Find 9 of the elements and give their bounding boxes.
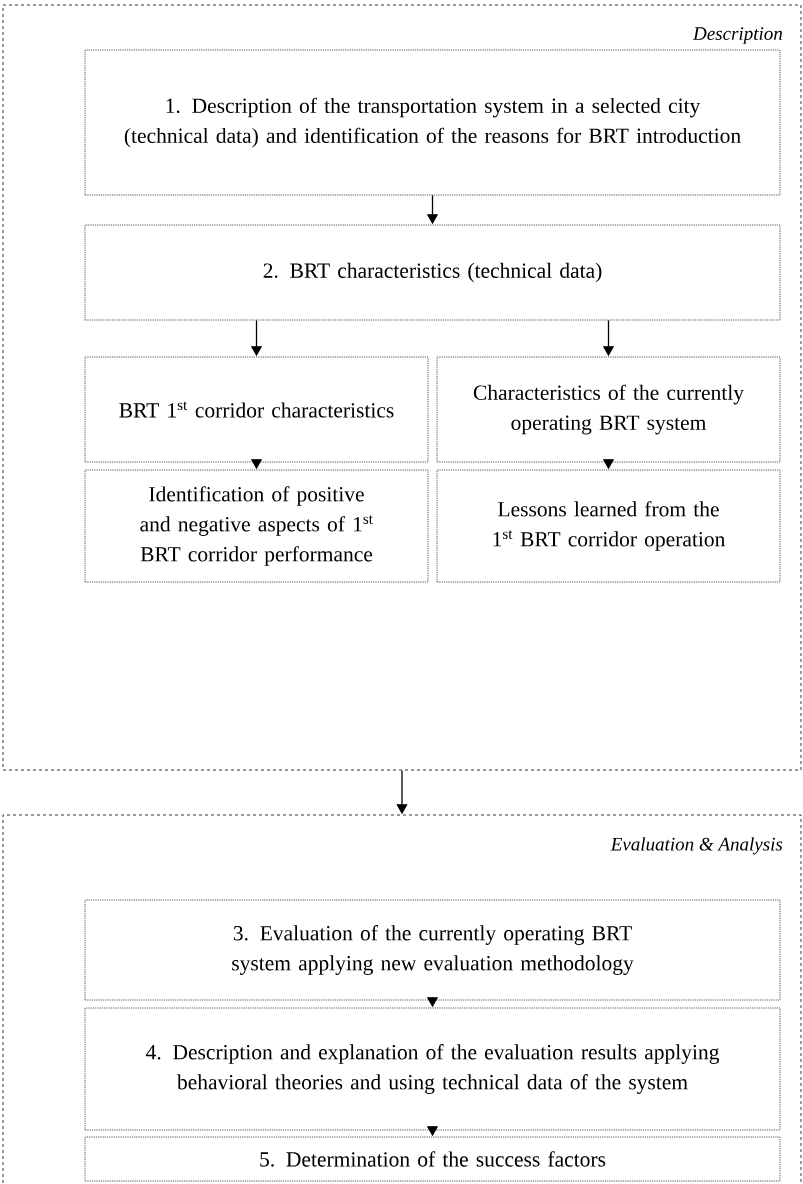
process-box: Lessons learned from the 1$^{st}$ BRT corridor operation [436, 469, 781, 583]
process-box: BRT 1$^{st}$ corridor characteristics [84, 356, 429, 463]
process-box: 2. BRT characteristics (technical data) [84, 224, 781, 321]
process-box: Characteristics of the currently operating BRT system [436, 356, 781, 463]
process-box: 4. Description and explanation of the evaluation results applying behavioral theories and using technical data of the system [84, 1007, 781, 1131]
process-box: 3. Evaluation of the currently operating BRT system applying new evaluation methodology [84, 899, 781, 1001]
process-box: 5. Determination of the success factors [84, 1136, 781, 1182]
process-box: Identification of positive and negative aspects of 1$^{st}$ BRT corridor performance [84, 469, 429, 583]
process-box: 1. Description of the transportation system in a selected city (technical data) and identification of the reasons for BRT introduction [84, 49, 781, 196]
